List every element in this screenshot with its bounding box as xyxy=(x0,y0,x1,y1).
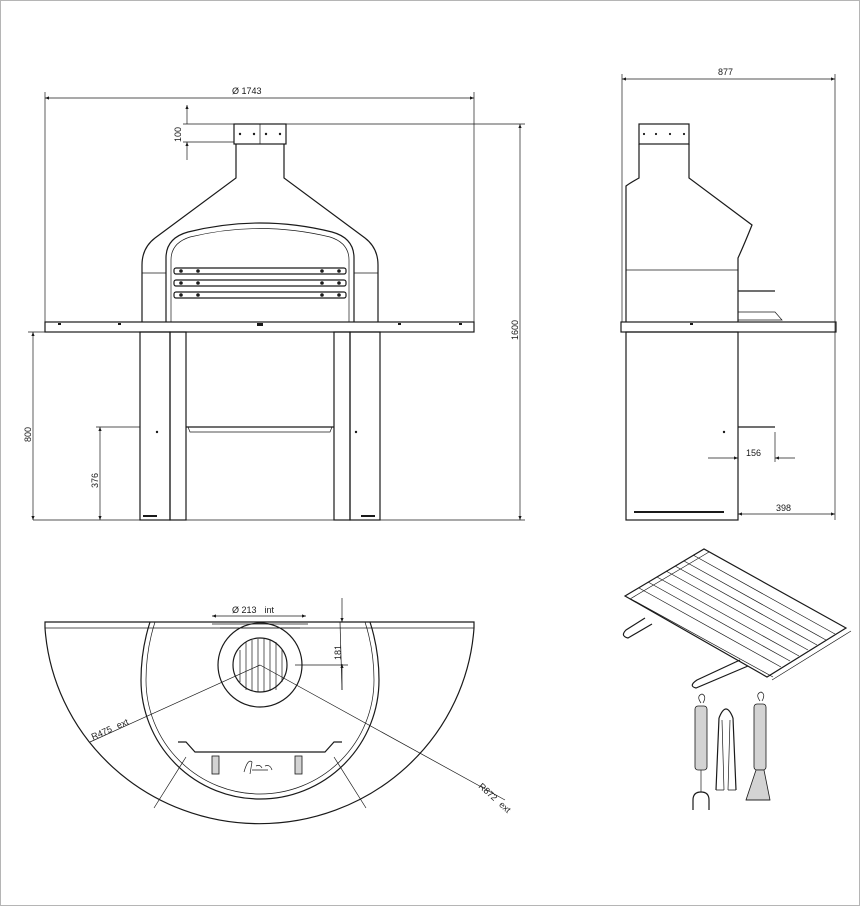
fire-arch xyxy=(165,222,355,322)
countertop xyxy=(44,321,475,333)
dim-label-handle: 156 xyxy=(746,448,761,458)
side-hood-front xyxy=(688,144,753,322)
brand-logo xyxy=(243,760,273,775)
dim-label-counter: 800 xyxy=(23,427,33,442)
dim-label-offset: 181 xyxy=(333,645,343,660)
fork-icon xyxy=(692,693,710,810)
dim-label-base: 398 xyxy=(776,503,791,513)
dim-label-width: Ø 1743 xyxy=(232,86,262,96)
accessories xyxy=(622,548,852,810)
plan-outer-shape xyxy=(44,621,475,825)
plan-inner-ring xyxy=(140,621,380,800)
radius-line-inner xyxy=(89,664,261,743)
radius-line-outer xyxy=(259,664,506,801)
side-hood-back xyxy=(625,144,640,322)
side-view: 877 156 398 xyxy=(620,67,837,521)
grill-racks xyxy=(173,267,347,299)
dim-label-outer-radius: R872ext xyxy=(477,781,513,815)
flue-inner xyxy=(232,637,288,693)
dim-label-height: 1600 xyxy=(510,320,520,340)
dim-label-shelf: 376 xyxy=(90,473,100,488)
side-base xyxy=(625,331,739,521)
tongs-icon xyxy=(715,708,737,791)
left-leg xyxy=(139,331,171,521)
spatula-icon xyxy=(745,691,771,801)
hood-right xyxy=(283,144,379,322)
right-leg xyxy=(349,331,381,521)
grill-grate-icon xyxy=(622,548,852,689)
flue-grate xyxy=(239,639,283,692)
hood-left xyxy=(141,144,237,322)
front-view: Ø 1743 100 1600 800 376 xyxy=(23,86,525,521)
dim-label-depth: 877 xyxy=(718,67,733,77)
dim-label-chimney: 100 xyxy=(173,127,183,142)
front-tray xyxy=(178,741,342,753)
dim-label-inner-radius: R475ext xyxy=(90,716,131,741)
